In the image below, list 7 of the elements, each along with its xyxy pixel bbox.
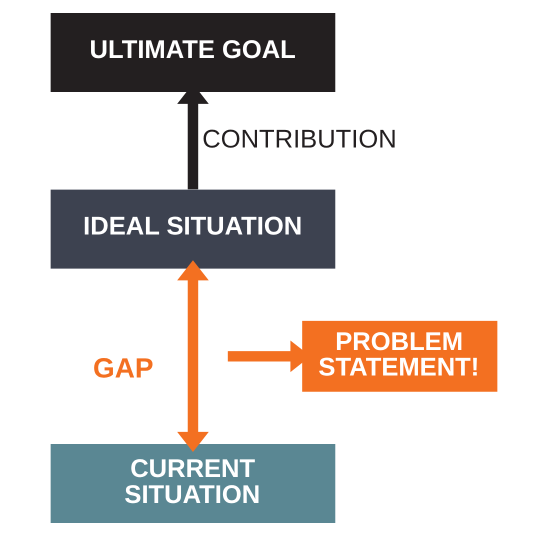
arrow — [176, 260, 208, 452]
node-box: PROBLEM STATEMENT! — [302, 320, 497, 392]
node-box: ULTIMATE GOAL — [50, 13, 335, 92]
node-box: CURRENT SITUATION — [50, 444, 335, 523]
edge-label: CONTRIBUTION — [202, 125, 396, 154]
edge-label: GAP — [92, 352, 153, 384]
node-box: IDEAL SITUATION — [50, 190, 335, 269]
